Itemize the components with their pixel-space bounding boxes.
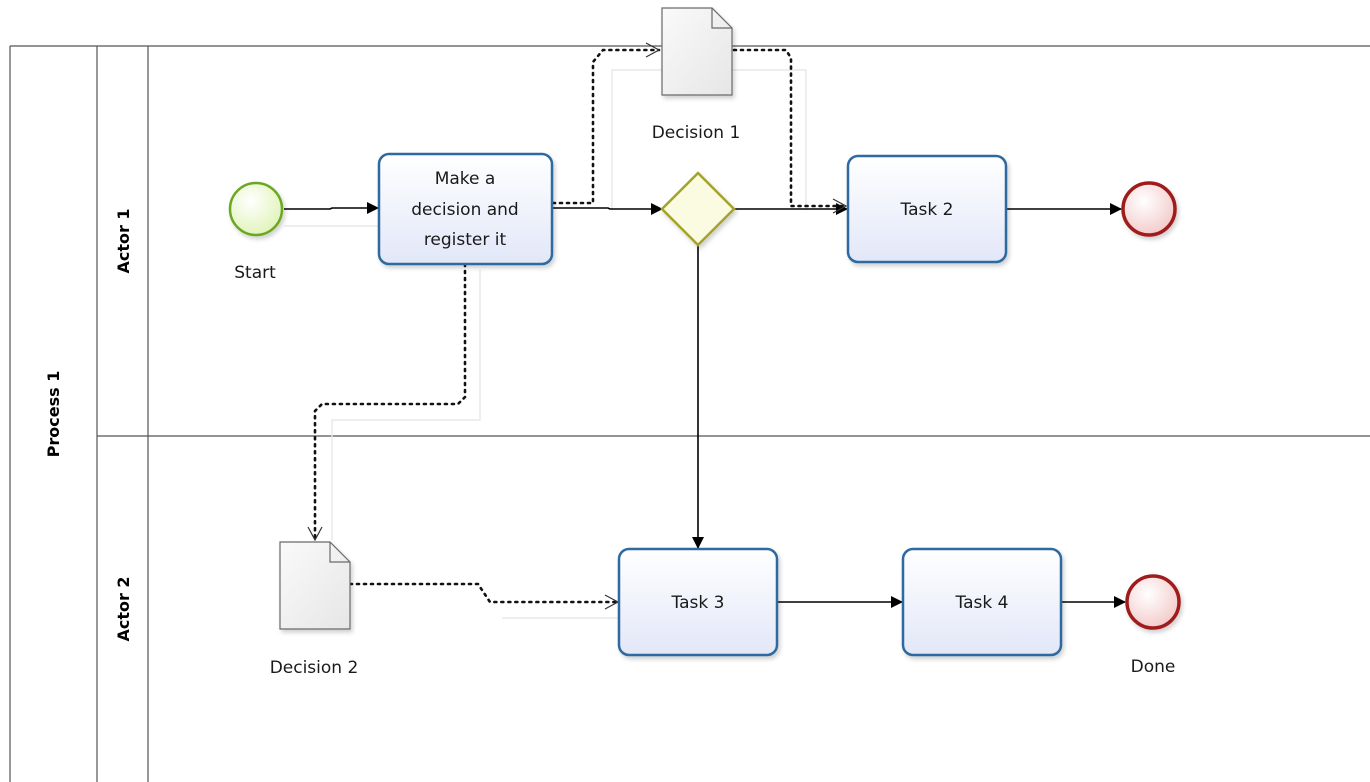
assoc-decision-1-to-task-2[interactable]: [732, 48, 848, 208]
assoc-decision-2-to-task-3[interactable]: [348, 582, 620, 604]
end-event-top[interactable]: [1121, 181, 1177, 237]
start-event[interactable]: [228, 181, 284, 237]
task-make-decision-line-1: Make a: [435, 169, 496, 189]
task-make-decision-line-2: decision and: [411, 200, 518, 220]
flow-make-decision-to-gateway[interactable]: [553, 203, 663, 215]
task-2-label: Task 2: [900, 200, 954, 220]
task-2[interactable]: Task 2: [846, 154, 1008, 264]
data-object-decision-1[interactable]: [661, 7, 733, 96]
pool-label: Process 1: [44, 371, 63, 458]
data-object-decision-2-label: Decision 2: [270, 658, 359, 678]
assoc-make-decision-to-decision-1[interactable]: [551, 48, 661, 205]
task-make-decision-line-3: register it: [424, 230, 507, 250]
task-3-label: Task 3: [671, 593, 725, 613]
task-4-label: Task 4: [955, 593, 1009, 613]
lane-label-actor-1: Actor 1: [114, 208, 133, 273]
end-event-done-label: Done: [1131, 657, 1176, 677]
task-3[interactable]: Task 3: [617, 547, 779, 657]
data-object-decision-2[interactable]: [279, 541, 351, 630]
lane-label-actor-2: Actor 2: [114, 576, 133, 641]
assoc-make-decision-to-decision-2[interactable]: [313, 262, 467, 542]
data-associations: [313, 48, 848, 604]
task-make-decision[interactable]: Make a decision and register it: [377, 152, 554, 266]
exclusive-gateway[interactable]: [660, 171, 736, 247]
pool: Process 1 Actor 1 Actor 2: [9, 45, 1370, 782]
task-4[interactable]: Task 4: [901, 547, 1063, 657]
faint-guides: [284, 69, 807, 619]
data-object-decision-1-label: Decision 1: [652, 123, 741, 143]
start-event-label: Start: [234, 263, 276, 283]
association-arrowheads: [307, 42, 848, 610]
sequence-flows: [284, 202, 1126, 608]
end-event-done[interactable]: [1125, 574, 1181, 630]
flow-start-to-make-decision[interactable]: [284, 202, 379, 214]
